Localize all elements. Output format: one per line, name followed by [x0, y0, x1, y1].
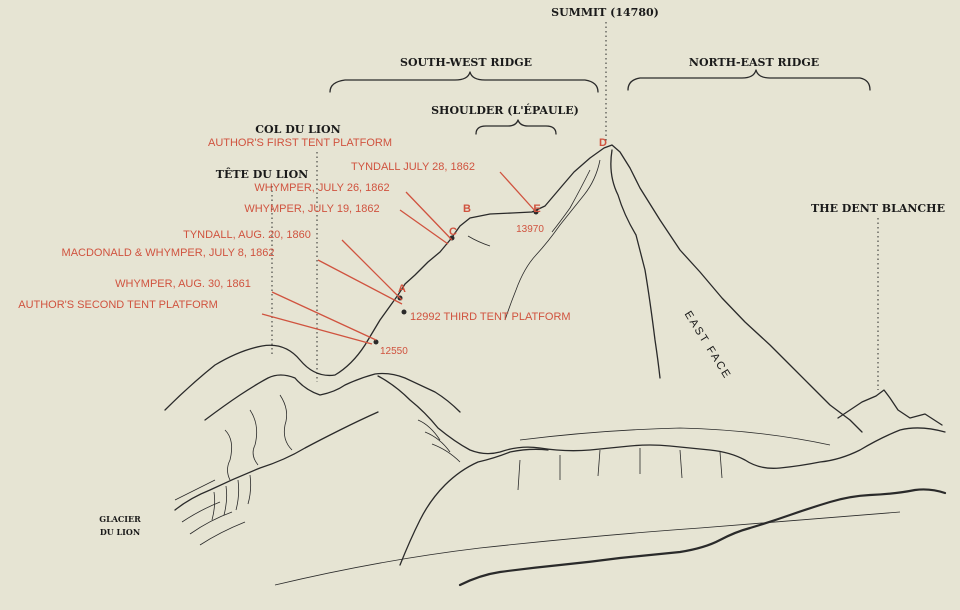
point-d-label: D	[599, 137, 607, 149]
second-tent-annotation: AUTHOR'S SECOND TENT PLATFORM	[18, 299, 218, 311]
leader-whymper-1861	[271, 291, 377, 341]
point-b-label: B	[463, 203, 471, 215]
whymper-jul26-annotation: WHYMPER, JULY 26, 1862	[254, 182, 389, 194]
valley-line	[274, 511, 901, 586]
north-east-ridge-bracket	[627, 69, 871, 91]
leader-whymper-jul26	[405, 191, 453, 241]
south-west-ridge-label: SOUTH-WEST RIDGE	[400, 56, 532, 69]
east-face-ridge	[610, 149, 661, 379]
north-east-ridge-label: NORTH-EAST RIDGE	[689, 56, 819, 69]
point-e-label: E	[533, 203, 540, 215]
tyndall-1860-annotation: TYNDALL, AUG. 20, 1860	[183, 229, 311, 241]
elevation-13970: 13970	[516, 224, 544, 235]
east-face-label: EAST FACE	[682, 309, 734, 382]
glacier-label-line2: DU LION	[100, 527, 140, 537]
middle-range	[377, 375, 946, 469]
matterhorn-outline	[164, 144, 863, 433]
leader-second-tent	[261, 313, 373, 345]
south-west-ridge-bracket	[329, 71, 599, 93]
whymper-jul19-annotation: WHYMPER, JULY 19, 1862	[244, 203, 379, 215]
foreground-ridge	[458, 488, 947, 587]
leader-tyndall-1860	[341, 239, 403, 301]
leader-tyndall-1862	[499, 171, 537, 213]
tete-du-lion-label: TÊTE DU LION	[216, 167, 308, 181]
summit-label: SUMMIT (14780)	[551, 6, 659, 19]
dent-blanche-outline	[837, 389, 943, 426]
macdonald-annotation: MACDONALD & WHYMPER, JULY 8, 1862	[62, 247, 275, 259]
shoulder-label: SHOULDER (L'ÉPAULE)	[431, 103, 579, 117]
dent-blanche-label: THE DENT BLANCHE	[811, 202, 945, 215]
point-c-label: C	[449, 226, 457, 238]
left-foothills	[204, 372, 461, 421]
third-tent-annotation: 12992 THIRD TENT PLATFORM	[410, 311, 571, 323]
shoulder-bracket	[475, 119, 557, 135]
glacier-du-lion	[174, 411, 379, 511]
elevation-12550: 12550	[380, 346, 408, 357]
tyndall-1862-annotation: TYNDALL JULY 28, 1862	[351, 161, 475, 173]
12550-marker	[373, 339, 379, 345]
leader-macdonald	[317, 259, 403, 305]
third-tent-marker	[401, 309, 407, 315]
glacier-label-line1: GLACIER	[99, 514, 141, 524]
first-tent-annotation: AUTHOR'S FIRST TENT PLATFORM	[208, 137, 392, 149]
whymper-1861-annotation: WHYMPER, AUG. 30, 1861	[115, 278, 251, 290]
leader-whymper-jul19	[399, 209, 449, 245]
point-a-label: A	[398, 283, 406, 295]
lower-ridge	[399, 448, 549, 566]
col-du-lion-label: COL DU LION	[255, 123, 340, 136]
